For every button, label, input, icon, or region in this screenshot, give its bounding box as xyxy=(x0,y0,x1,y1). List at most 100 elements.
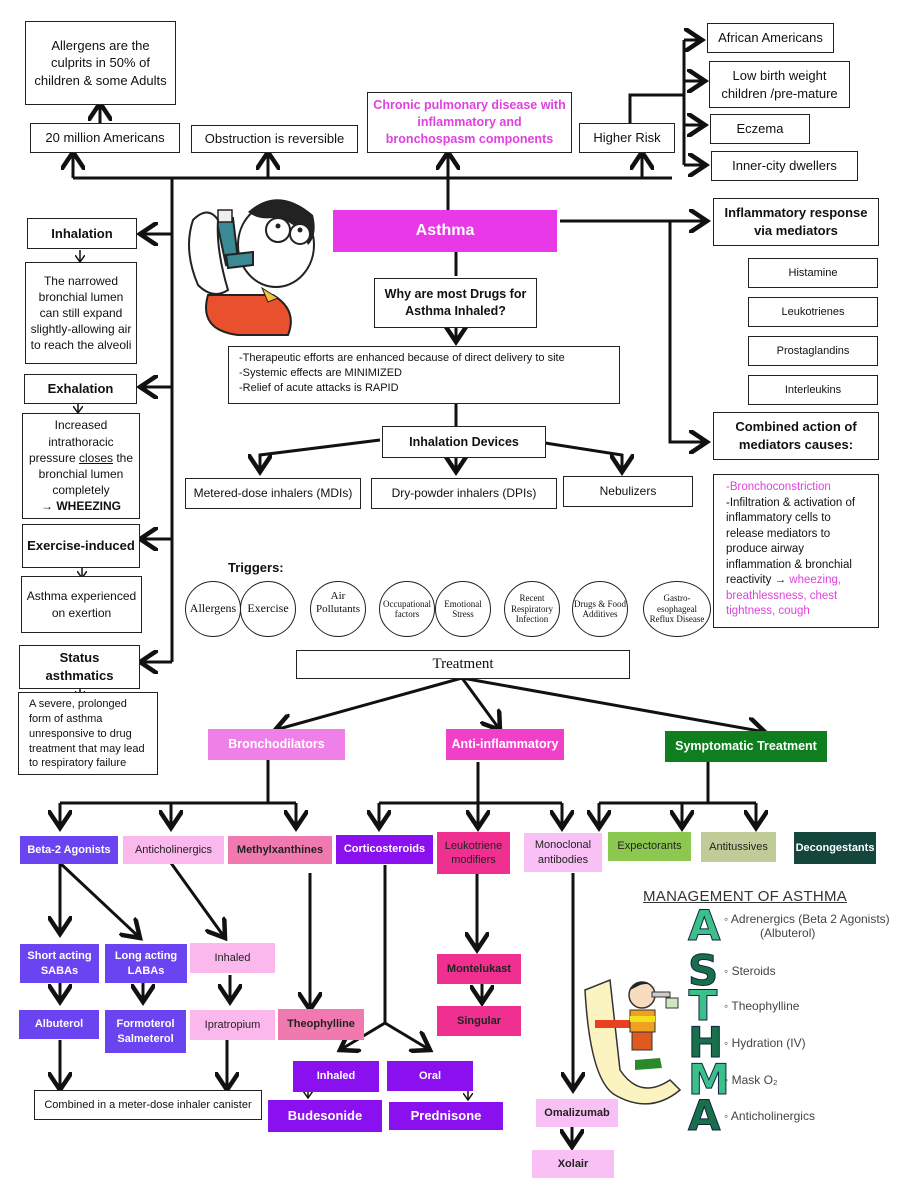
asthma-title-text: Asthma xyxy=(415,221,475,239)
higher-risk-box: Higher Risk xyxy=(579,123,675,153)
device-text: Dry-powder inhalers (DPIs) xyxy=(391,486,537,501)
mediator-text: Prostaglandins xyxy=(776,344,850,357)
combined-action-box: Combined action of mediators causes: xyxy=(713,412,879,460)
device-box: Nebulizers xyxy=(563,476,693,507)
status-asthmatics-box: Status asthmatics xyxy=(19,645,140,689)
risk-group-text: Low birth weight children /pre-mature xyxy=(721,67,838,101)
corticosteroids-text: Corticosteroids xyxy=(343,843,426,856)
higher-risk-text: Higher Risk xyxy=(593,130,661,146)
chronic-disease-box: Chronic pulmonary disease with inflammat… xyxy=(367,92,572,153)
symptomatic-treatment-text: Symptomatic Treatment xyxy=(675,739,817,754)
why-inhaled-box: Why are most Drugs for Asthma Inhaled? xyxy=(374,278,537,328)
americans-text: 20 million Americans xyxy=(45,130,165,146)
anticholinergics-text: Anticholinergics xyxy=(134,843,213,856)
beta2-agonists-box: Beta-2 Agonists xyxy=(20,836,118,864)
monoclonal-antibodies-text: Monoclonal antibodies xyxy=(534,839,592,866)
short-acting-text: Short acting SABAs xyxy=(27,950,92,977)
inhalation-box: Inhalation xyxy=(27,218,137,249)
bronchoconstriction-text: -Bronchoconstriction xyxy=(726,481,831,493)
methylxanthines-text: Methylxanthines xyxy=(236,843,324,856)
albuterol-box: Albuterol xyxy=(19,1010,99,1039)
device-box: Dry-powder inhalers (DPIs) xyxy=(371,478,557,509)
monoclonal-antibodies-box: Monoclonal antibodies xyxy=(524,833,602,872)
leukotriene-modifiers-box: Leukotriene modifiers xyxy=(437,832,510,874)
trigger-circle: Exercise xyxy=(240,581,296,637)
management-row: H◦ Hydration (IV) xyxy=(688,1021,806,1064)
trigger-circle: Emotional Stress xyxy=(435,581,491,637)
mediator-text: Histamine xyxy=(788,266,838,279)
treatment-box: Treatment xyxy=(296,650,630,679)
allergens-note-text: Allergens are the culprits in 50% of chi… xyxy=(34,37,167,88)
trigger-text: Exercise xyxy=(247,601,289,616)
expectorants-box: Expectorants xyxy=(608,832,691,861)
corticosteroid-inhaled-box: Inhaled xyxy=(293,1061,379,1092)
mediator-box: Interleukins xyxy=(748,375,878,405)
trigger-text: Emotional Stress xyxy=(444,598,482,619)
xolair-text: Xolair xyxy=(557,1157,589,1170)
theophylline-text: Theophylline xyxy=(287,1018,355,1031)
management-row: A◦ Adrenergics (Beta 2 Agonists)(Albuter… xyxy=(688,901,890,950)
anticholinergic-inhaled-box: Inhaled xyxy=(190,943,275,973)
xolair-box: Xolair xyxy=(532,1150,614,1178)
beta2-agonists-text: Beta-2 Agonists xyxy=(27,843,111,856)
americans-box: 20 million Americans xyxy=(30,123,180,153)
risk-group-text: Eczema xyxy=(736,121,784,137)
inflammatory-response-text: Inflammatory response via mediators xyxy=(724,205,868,238)
management-text: ◦ Anticholinergics xyxy=(724,1108,815,1123)
asthma-title-box: Asthma xyxy=(333,210,557,252)
management-letter: A xyxy=(688,1091,722,1140)
obstruction-box: Obstruction is reversible xyxy=(191,125,358,153)
singular-text: Singular xyxy=(456,1014,501,1027)
methylxanthines-box: Methylxanthines xyxy=(228,836,332,864)
exhalation-text: Exhalation xyxy=(47,381,114,397)
prednisone-box: Prednisone xyxy=(389,1102,503,1130)
exhalation-desc-text: Increased intrathoracic pressure closes … xyxy=(28,418,134,498)
decongestants-box: Decongestants xyxy=(794,832,876,864)
budesonide-box: Budesonide xyxy=(268,1100,382,1132)
mediator-box: Prostaglandins xyxy=(748,336,878,366)
inhaler-person-illustration xyxy=(188,199,315,336)
management-letter: A xyxy=(688,901,722,950)
mediator-effects-box: -Bronchoconstriction -Infiltration & act… xyxy=(713,474,879,628)
management-row: M◦ Mask O₂ xyxy=(688,1058,778,1101)
antitussives-box: Antitussives xyxy=(701,832,776,862)
long-acting-box: Long acting LABAs xyxy=(105,944,187,983)
inhalation-text: Inhalation xyxy=(51,225,113,241)
risk-group-box: African Americans xyxy=(707,23,834,53)
management-text: ◦ Hydration (IV) xyxy=(724,1035,806,1050)
reason-item: -Relief of acute attacks is RAPID xyxy=(239,381,399,394)
mediator-text: Leukotrienes xyxy=(781,305,845,318)
chronic-disease-text: Chronic pulmonary disease with inflammat… xyxy=(373,98,566,146)
infiltration-text: -Infiltration & activation of inflammato… xyxy=(726,496,856,618)
ipratropium-text: Ipratropium xyxy=(204,1018,261,1031)
albuterol-text: Albuterol xyxy=(34,1018,84,1031)
antitussives-text: Antitussives xyxy=(709,840,768,853)
exercise-desc-text: Asthma experienced on exertion xyxy=(26,589,137,620)
theophylline-box: Theophylline xyxy=(278,1009,364,1040)
wheezing-text: → WHEEZING xyxy=(41,499,121,514)
bronchodilators-text: Bronchodilators xyxy=(228,737,325,752)
inhalation-devices-text: Inhalation Devices xyxy=(409,434,519,449)
long-acting-text: Long acting LABAs xyxy=(114,950,178,977)
management-text: ◦ Adrenergics (Beta 2 Agonists)(Albutero… xyxy=(724,911,890,940)
symptoms-text: wheezing, breathlessness, chest tightnes… xyxy=(726,574,842,618)
management-letter: T xyxy=(688,981,718,1030)
corticosteroid-inhaled-text: Inhaled xyxy=(316,1070,356,1083)
expectorants-text: Expectorants xyxy=(617,840,682,853)
management-row: T ◦ Theophylline xyxy=(688,981,800,1030)
triggers-label: Triggers: xyxy=(228,560,284,575)
trigger-circle: Drugs & Food Additives xyxy=(572,581,628,637)
treatment-text: Treatment xyxy=(432,656,494,673)
management-text: ◦ Theophylline xyxy=(724,998,800,1013)
exercise-induced-box: Exercise-induced xyxy=(22,524,140,568)
ipratropium-box: Ipratropium xyxy=(190,1010,275,1040)
decongestants-text: Decongestants xyxy=(795,841,875,854)
device-box: Metered-dose inhalers (MDIs) xyxy=(185,478,361,509)
risk-group-text: African Americans xyxy=(718,30,823,46)
exercise-desc-box: Asthma experienced on exertion xyxy=(21,576,142,633)
anticholinergics-box: Anticholinergics xyxy=(123,836,224,864)
corticosteroid-oral-text: Oral xyxy=(418,1069,441,1082)
inhalation-desc-box: The narrowed bronchial lumen can still e… xyxy=(25,262,137,364)
combined-action-text: Combined action of mediators causes: xyxy=(735,419,857,452)
risk-group-box: Low birth weight children /pre-mature xyxy=(709,61,850,108)
